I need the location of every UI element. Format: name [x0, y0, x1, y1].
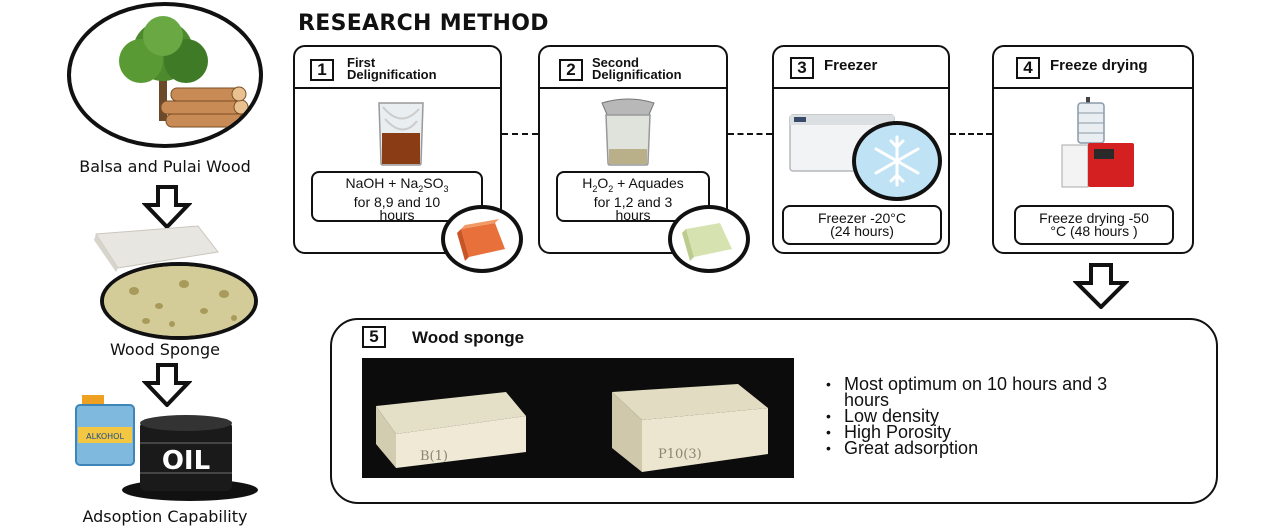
label-adsorption-capability: Adsoption Capability: [82, 507, 248, 526]
label-wood-sponge: Wood Sponge: [110, 340, 220, 359]
finding-item: High Porosity: [826, 423, 1196, 441]
step-3-description: Freezer -20°C (24 hours): [782, 205, 942, 245]
step-2-header: [540, 47, 726, 89]
sample-left-label: B(1): [420, 449, 448, 464]
tree-logs-illustration: [119, 16, 254, 128]
step-2-number: 2: [559, 59, 583, 81]
step-4-header: [994, 47, 1192, 89]
step-3-box: 3 Freezer Freezer -20°C (24 hours): [772, 45, 950, 254]
adsorption-bottle-oil-image: ALKOHOL OIL: [75, 395, 258, 501]
beaker-h2o2-image: [601, 98, 655, 166]
wood-sponge-photo: B(1) P10(3): [362, 358, 794, 478]
freeze-dryer-image: [1061, 97, 1134, 188]
step-1-title: First Delignification: [347, 55, 437, 82]
down-arrow-icon: [1073, 263, 1129, 309]
step-5-title: Wood sponge: [412, 328, 525, 347]
snowflake-icon: [874, 135, 920, 187]
wood-sponge-block-image: [94, 225, 219, 272]
step-1-orange-block-image: [441, 205, 523, 273]
step-4-box: 4 Freeze drying Freeze drying -50 °C (48…: [992, 45, 1194, 254]
down-arrow-icon: [142, 363, 192, 407]
step-5-number: 5: [362, 326, 386, 348]
step-1-number: 1: [310, 59, 334, 81]
sample-right-label: P10(3): [658, 447, 702, 462]
connector-1-2: [502, 133, 538, 135]
step-2-title: Second Delignification: [592, 55, 682, 82]
step-3-number: 3: [790, 57, 814, 79]
balsa-pulai-wood-image: [67, 2, 263, 148]
snowflake-circle: [852, 121, 942, 201]
step-2-box: 2 Second Delignification H2O2 + Aquades …: [538, 45, 750, 273]
step-1-header: [295, 47, 500, 89]
step-4-description: Freeze drying -50 °C (48 hours ): [1014, 205, 1174, 245]
step-2-green-block-image: [668, 205, 750, 273]
down-arrow-icon: [142, 185, 192, 229]
step-3-title: Freezer: [824, 57, 878, 74]
step-4-number: 4: [1016, 57, 1040, 79]
label-balsa-pulai-wood: Balsa and Pulai Wood: [79, 157, 251, 176]
step-2-description: H2O2 + Aquades for 1,2 and 3 hours: [556, 171, 710, 222]
finding-item: Low density: [826, 407, 1196, 425]
connector-2-3: [728, 133, 772, 135]
step-5-box: 5 Wood sponge B(1) P10(3) Most optimum o…: [330, 318, 1218, 504]
page-title: RESEARCH METHOD: [298, 11, 549, 36]
step-4-title: Freeze drying: [1050, 57, 1148, 74]
bottle-label-text: ALKOHOL: [86, 432, 124, 441]
step-1-box: 1 First Delignification NaOH + Na2SO3 fo…: [293, 45, 523, 273]
wood-sponge-pores-image: [100, 262, 258, 340]
connector-3-4: [950, 133, 992, 135]
oil-barrel-text: OIL: [162, 446, 210, 476]
step-3-header: [774, 47, 948, 89]
finding-item: Great adsorption: [826, 439, 1196, 457]
beaker-naoh-image: [378, 102, 424, 166]
